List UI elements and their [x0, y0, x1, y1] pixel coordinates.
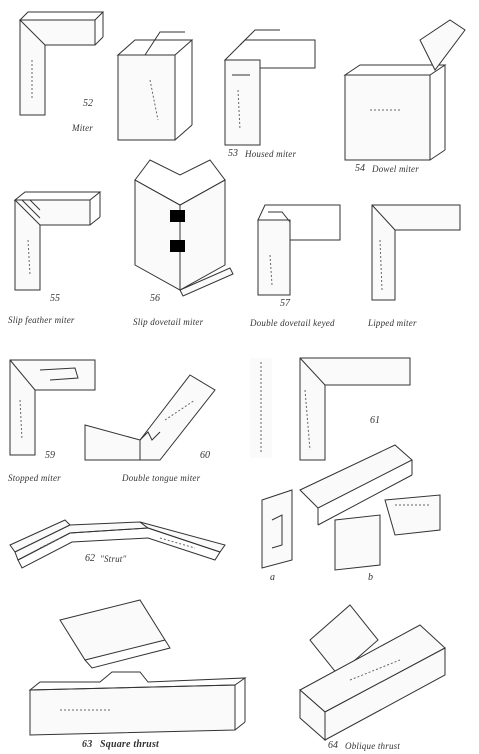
figure-number: 54: [355, 163, 365, 174]
figure-number: 53: [228, 148, 238, 159]
figure-double-tongue-miter-drawing: [84, 374, 216, 461]
figure-strut-drawing: [9, 519, 226, 569]
figure-label: Miter: [72, 123, 93, 133]
figure-number: 64: [328, 740, 338, 751]
figure-label: Double tongue miter: [122, 473, 201, 483]
figure-61-subjoints-drawing: [261, 444, 441, 571]
figure-slip-dovetail-miter-drawing: [134, 159, 234, 297]
figure-stopped-miter-drawing: [9, 359, 96, 456]
sublabel-a: a: [270, 572, 275, 583]
figure-label: Square thrust: [100, 739, 160, 750]
sublabel-b: b: [368, 572, 373, 583]
figure-label: "Strut": [100, 554, 127, 564]
figure-label: Dowel miter: [372, 164, 419, 174]
figure-label: Oblique thrust: [345, 741, 401, 751]
figure-miter-drawing: [18, 11, 105, 116]
figure-number: 63: [82, 739, 93, 750]
figure-number: 57: [280, 298, 290, 309]
figure-61-drawing: [250, 357, 411, 461]
figure-number: 59: [45, 450, 55, 461]
figure-lipped-miter-drawing: [371, 204, 461, 301]
figure-label: Double dovetail keyed: [250, 318, 335, 328]
figure-number: 61: [370, 415, 380, 426]
figure-square-thrust-drawing: [28, 599, 247, 736]
figure-number: 55: [50, 293, 60, 304]
figure-label: Stopped miter: [8, 473, 61, 483]
figure-label: Housed miter: [245, 149, 297, 159]
figure-label: Slip dovetail miter: [133, 317, 204, 327]
figure-label: Slip feather miter: [8, 315, 75, 325]
figure-number: 60: [200, 450, 210, 461]
figure-number: 56: [150, 293, 160, 304]
figure-oblique-thrust-drawing: [299, 604, 446, 742]
figure-double-dovetail-keyed-drawing: [257, 204, 341, 296]
figure-slip-feather-miter-drawing: [13, 191, 102, 291]
figure-number: 62: [85, 553, 95, 564]
figure-housed-miter-drawing: [116, 29, 316, 146]
figure-label: Lipped miter: [368, 318, 417, 328]
figure-dowel-miter-drawing: [343, 19, 466, 161]
figure-number: 52: [83, 98, 93, 109]
